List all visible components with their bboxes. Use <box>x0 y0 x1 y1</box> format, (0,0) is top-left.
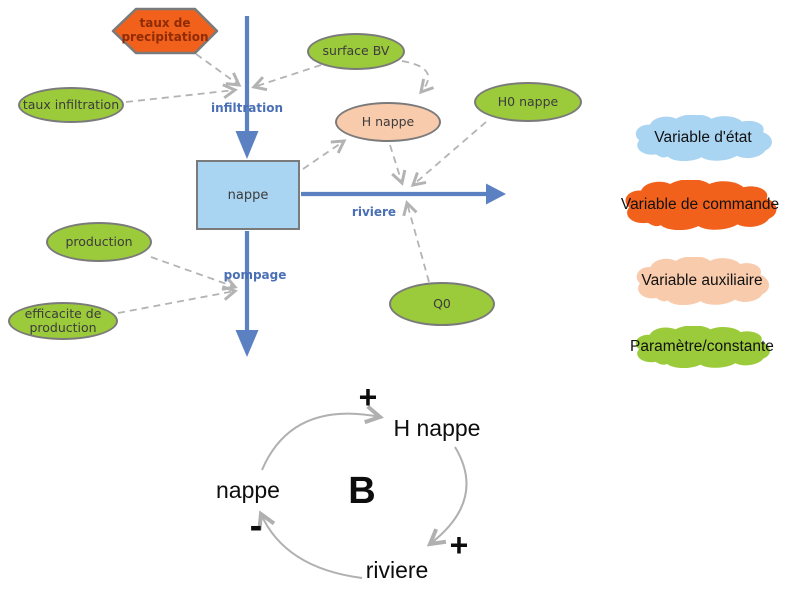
node-label: Q0 <box>433 295 451 311</box>
legend-item-state-variable: Variable d'état <box>630 115 776 161</box>
node-label: production <box>65 233 133 249</box>
legend-item-command-variable: Variable de commande <box>619 180 781 230</box>
legend-item-parameter-constant: Paramètre/constante <box>630 326 774 368</box>
loop-arc-riviere-to-nappe <box>257 510 363 579</box>
label-line: taux de <box>139 16 191 30</box>
connector-precipitation-to-infiltration <box>195 53 242 87</box>
cloud-icon <box>625 180 777 230</box>
flow-label-pompage: pompage <box>223 268 287 282</box>
flow-arrowhead-pompage <box>235 330 259 357</box>
connector-hnappe-to-riviere <box>389 144 407 186</box>
node-label: surface BV <box>322 43 390 59</box>
legend-label: Variable d'état <box>654 129 752 146</box>
connector-surfacebv-to-infiltration <box>251 64 322 92</box>
loop-arc-nappe-to-hnappe <box>261 404 384 471</box>
node-taux-infiltration[interactable]: taux infiltration <box>18 87 124 123</box>
node-label: nappe <box>227 187 269 203</box>
node-label: efficacite de production <box>24 305 102 336</box>
label-line: production <box>29 320 97 335</box>
node-taux-precipitation-hexagon[interactable] <box>111 7 219 55</box>
sign-minus-nappe: - <box>249 505 263 547</box>
label-line: efficacite de <box>24 305 102 321</box>
connector-production-to-pompage <box>150 256 238 291</box>
loop-arc-hnappe-to-riviere <box>426 446 468 547</box>
node-label: H nappe <box>361 113 415 129</box>
connector-efficacite-to-pompage <box>117 285 238 314</box>
label-line: precipitation <box>121 30 209 45</box>
node-efficacite-production[interactable]: efficacite de production <box>8 302 118 340</box>
node-label: taux infiltration <box>22 96 120 112</box>
node-label: H0 nappe <box>497 93 559 109</box>
loop-node-nappe: nappe <box>216 477 280 503</box>
flow-arrowhead-riviere <box>486 183 506 205</box>
connector-q0-to-riviere <box>402 200 430 283</box>
cloud-icon <box>635 115 772 161</box>
sign-plus-riviere: + <box>449 527 469 563</box>
sign-plus-hnappe: + <box>358 379 378 415</box>
node-taux-precipitation-label: taux de precipitation <box>120 16 210 45</box>
connector-h0nappe-to-riviere <box>410 121 487 187</box>
connector-surfacebv-to-hnappe <box>401 60 435 95</box>
cloud-icon <box>635 326 770 368</box>
legend-label: Paramètre/constante <box>630 338 774 355</box>
node-nappe-stock[interactable]: nappe <box>196 160 300 230</box>
node-surface-bv[interactable]: surface BV <box>307 33 405 70</box>
connector-nappe-to-hnappe <box>302 139 347 170</box>
loop-balancing-label: B <box>348 470 376 512</box>
legend-item-auxiliary-variable: Variable auxiliaire <box>631 257 773 305</box>
node-h0-nappe[interactable]: H0 nappe <box>474 82 582 122</box>
legend-label: Variable auxiliaire <box>641 272 763 289</box>
node-q0[interactable]: Q0 <box>389 282 495 326</box>
loop-node-riviere: riviere <box>365 557 429 583</box>
loop-node-h-nappe: H nappe <box>393 415 481 441</box>
node-h-nappe[interactable]: H nappe <box>335 102 441 142</box>
flow-label-infiltration: infiltration <box>210 101 284 115</box>
cloud-icon <box>636 257 769 305</box>
connector-tauxinfiltration-to-infiltration <box>125 83 238 103</box>
flow-label-riviere: riviere <box>351 205 397 219</box>
legend-label: Variable de commande <box>620 196 780 213</box>
flow-arrowhead-infiltration <box>235 131 259 159</box>
node-production[interactable]: production <box>46 222 152 262</box>
